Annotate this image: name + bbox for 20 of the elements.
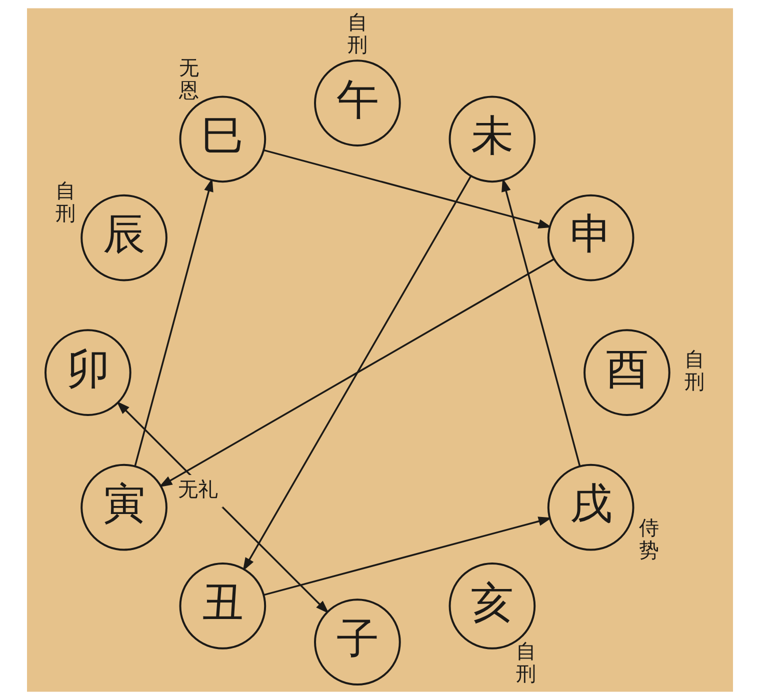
node-circle: 戌 [547,464,634,551]
node-circle: 丑 [179,562,266,650]
arrow [134,178,214,466]
node-label: 侍势 [639,516,660,562]
node-circle: 未 [448,96,536,183]
node-circle: 酉 [584,329,670,416]
node-label: 自刑 [56,178,76,226]
node-circle: 申 [547,194,634,282]
arrow [116,401,330,614]
arrow [264,149,552,228]
node-label: 自刑 [347,10,368,57]
arrow [242,176,472,572]
arrow [502,178,581,466]
arrow [158,258,554,488]
node-circle: 午 [314,60,401,146]
arrow [264,516,552,596]
node-label: 自刑 [684,347,704,394]
edge-label: 无礼 [178,476,218,501]
node-circle: 寅 [80,464,168,551]
node-circle: 辰 [80,194,168,282]
